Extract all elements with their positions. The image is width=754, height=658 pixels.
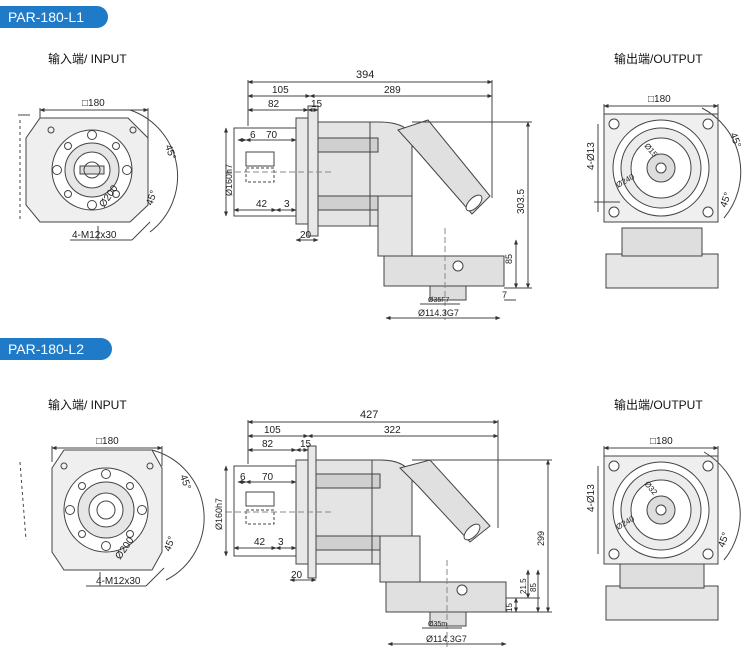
dim-85-l1: 85: [504, 254, 514, 264]
dim-bore-l2: Ø35m: [428, 621, 447, 628]
dim-out-angle-b-l1: 45°: [718, 191, 734, 209]
dim-15-l2: 15: [300, 439, 312, 450]
dim-out-square-l2: □180: [650, 436, 673, 447]
dim-3-l2: 3: [278, 537, 284, 548]
dim-in-square-l1: □180: [82, 98, 105, 109]
dim-6-l2: 6: [240, 472, 246, 483]
dim-angle-b-l2: 45°: [162, 535, 178, 553]
dim-shaft-l1: Ø160h7: [224, 164, 234, 196]
input-header-l1: 输入端/ INPUT: [48, 52, 127, 66]
dim-20-l1: 20: [300, 230, 312, 241]
dim-70-l2: 70: [262, 472, 274, 483]
dim-105-l2: 105: [264, 425, 281, 436]
dim-21-5-l2: 21.5: [519, 578, 528, 594]
dim-angle-a-l2: 45°: [177, 473, 193, 491]
dim-out-holes-l2: 4-Ø13: [586, 484, 597, 512]
dim-out-square-l1: □180: [648, 94, 671, 105]
dim-82-l1: 82: [268, 99, 280, 110]
dim-height-l1: 303.5: [516, 189, 527, 214]
dim-20-l2: 20: [291, 570, 303, 581]
dim-shaft-l2: Ø160h7: [214, 498, 224, 530]
input-flange-view-l2: [19, 446, 205, 587]
dim-in-square-l2: □180: [96, 436, 119, 447]
side-view-l2: [224, 420, 552, 650]
dim-322-l2: 322: [384, 425, 401, 436]
dim-6-l1: 6: [250, 130, 256, 141]
dim-hub-l1: Ø114.3G7: [418, 308, 459, 318]
model-badge-l1: PAR-180-L1: [0, 6, 108, 28]
output-header-l1: 输出端/OUTPUT: [614, 52, 703, 66]
input-flange-view-l1: [18, 108, 179, 241]
dim-289-l1: 289: [384, 85, 401, 96]
dim-hub-l2: Ø114.3G7: [426, 634, 467, 644]
dim-82-l2: 82: [262, 439, 274, 450]
dim-total-l1: 394: [356, 69, 374, 81]
dim-angle-a-l1: 45°: [162, 143, 178, 161]
dim-in-bolts-l1: 4-M12x30: [72, 230, 117, 241]
dim-angle-b-l1: 45°: [144, 189, 160, 207]
dim-height-l2: 299: [536, 531, 546, 546]
dim-out-angle-b-l2: 45°: [716, 531, 732, 549]
side-view-l1: [224, 80, 532, 320]
dim-out-holes-l1: 4-Ø13: [586, 142, 597, 170]
dim-105-l1: 105: [272, 85, 289, 96]
dim-out-angle-a-l1: 45°: [727, 131, 743, 149]
dim-42-l1: 42: [256, 199, 268, 210]
dim-15b-l2: 15: [505, 603, 514, 612]
dim-7-l1: 7: [502, 290, 507, 300]
output-view-l2: [597, 446, 741, 621]
dim-in-bolts-l2: 4-M12x30: [96, 576, 141, 587]
dim-70-l1: 70: [266, 130, 278, 141]
dim-15-l1: 15: [311, 99, 323, 110]
dim-42-l2: 42: [254, 537, 266, 548]
dim-85-l2: 85: [529, 583, 538, 592]
dim-bore-l1: Ø35F7: [428, 297, 450, 304]
input-header-l2: 输入端/ INPUT: [48, 398, 127, 412]
model-badge-l2: PAR-180-L2: [0, 338, 112, 360]
dim-3-l1: 3: [284, 199, 290, 210]
dim-total-l2: 427: [360, 409, 378, 421]
output-header-l2: 输出端/OUTPUT: [614, 398, 703, 412]
output-view-l1: [594, 104, 742, 289]
